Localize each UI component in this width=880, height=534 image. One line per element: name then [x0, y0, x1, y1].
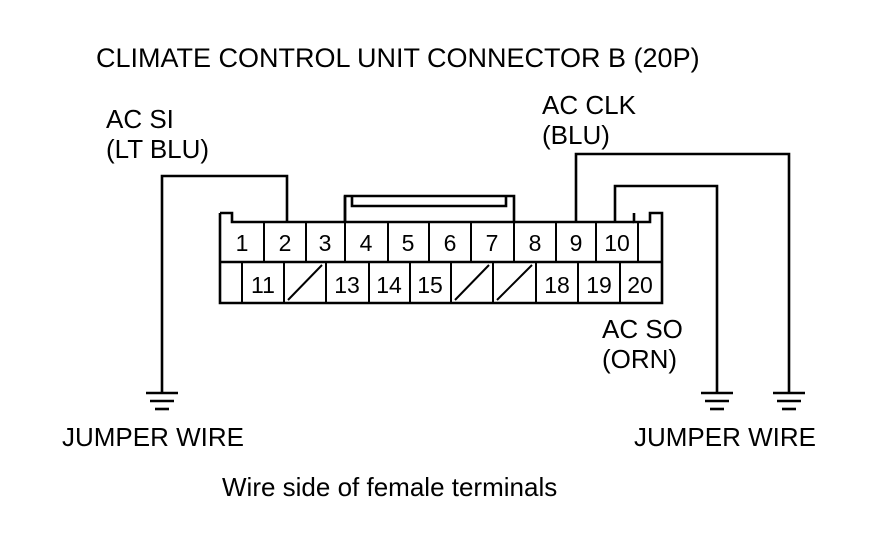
pin-20: 20 [627, 272, 653, 298]
jumper-wire-right-label: JUMPER WIRE [634, 422, 816, 452]
pin-9: 9 [570, 230, 583, 256]
pin-13: 13 [334, 272, 360, 298]
pin-8: 8 [529, 230, 542, 256]
ground-icon [701, 391, 733, 411]
top-row-pins: 1 2 3 4 5 6 7 8 9 10 [236, 230, 630, 256]
pin-18: 18 [544, 272, 570, 298]
empty-cavity-17 [496, 264, 533, 301]
ac-so-wire [613, 184, 719, 392]
jumper-wire-left-label: JUMPER WIRE [62, 422, 244, 452]
pin-6: 6 [444, 230, 457, 256]
empty-cavity-12 [287, 264, 323, 301]
diagram-title: CLIMATE CONTROL UNIT CONNECTOR B (20P) [96, 43, 700, 73]
ac-clk-label: AC CLK [542, 90, 637, 120]
connector-body [218, 194, 664, 305]
pin-19: 19 [586, 272, 612, 298]
pin-15: 15 [417, 272, 443, 298]
ac-si-label: AC SI [106, 104, 174, 134]
ac-clk-color-label: (BLU) [542, 120, 610, 150]
pin-1: 1 [236, 230, 249, 256]
ac-clk-wire [574, 152, 791, 392]
pin-5: 5 [402, 230, 415, 256]
caption: Wire side of female terminals [222, 472, 557, 502]
pin-14: 14 [376, 272, 402, 298]
ground-icon [146, 391, 178, 411]
ac-so-label: AC SO [602, 314, 683, 344]
pin-7: 7 [486, 230, 499, 256]
ac-si-wire [160, 174, 289, 392]
pin-4: 4 [360, 230, 373, 256]
bottom-row-pins: 11 13 14 15 18 19 20 [251, 272, 653, 298]
empty-cavity-16 [454, 264, 490, 301]
pin-2: 2 [279, 230, 292, 256]
ground-icon [773, 391, 805, 411]
pin-3: 3 [319, 230, 332, 256]
pin-10: 10 [604, 230, 630, 256]
ac-si-color-label: (LT BLU) [106, 134, 209, 164]
pin-11: 11 [251, 272, 275, 298]
ac-so-color-label: (ORN) [602, 344, 677, 374]
